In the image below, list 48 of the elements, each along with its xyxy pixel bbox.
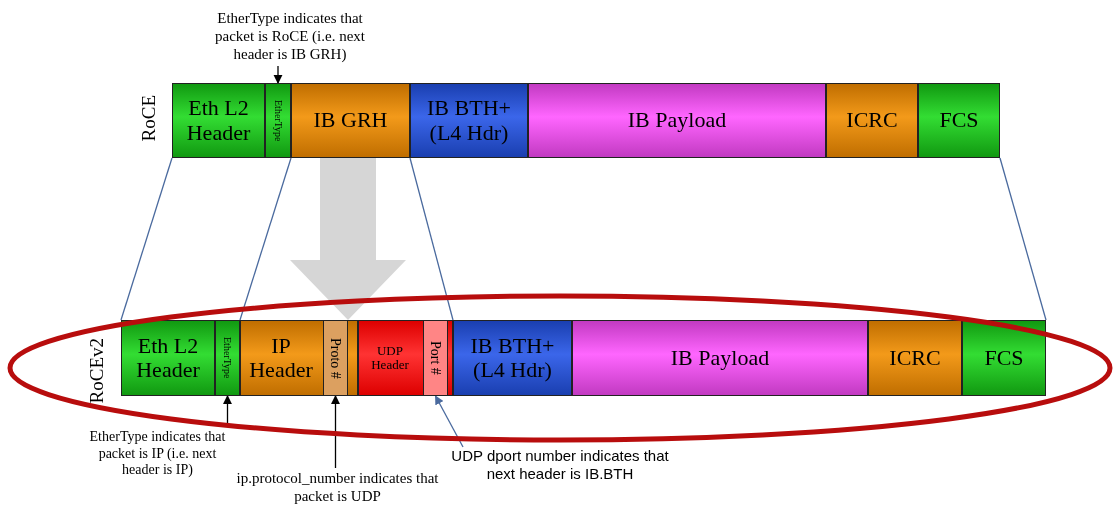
packet-field bbox=[918, 83, 1000, 158]
arrow bbox=[434, 395, 464, 448]
packet-field bbox=[323, 320, 348, 396]
annotation-note: EtherType indicates that packet is RoCE (i.e. next header is IB GRH) bbox=[205, 6, 375, 66]
field-label: Port # bbox=[427, 341, 444, 375]
annotation-note: UDP dport number indicates that next header is IB.BTH bbox=[445, 447, 675, 483]
field-label: EtherType bbox=[272, 99, 284, 142]
field-label: FCS bbox=[984, 345, 1024, 371]
projection-line bbox=[999, 157, 1047, 321]
row-label: RoCE bbox=[138, 95, 160, 142]
field-label: Eth L2 Header bbox=[185, 96, 252, 145]
packet-field bbox=[358, 320, 453, 396]
field-label: IB Payload bbox=[627, 108, 727, 133]
field-label: IP Header bbox=[248, 333, 314, 383]
packet-field bbox=[962, 320, 1046, 396]
arrow bbox=[273, 65, 283, 84]
annotation-note: EtherType indicates that packet is IP (i.e. next header is IP) bbox=[80, 425, 235, 483]
packet-field bbox=[453, 320, 572, 396]
field-label: IB Payload bbox=[670, 345, 770, 371]
packet-field bbox=[240, 320, 358, 396]
packet-field bbox=[121, 320, 215, 396]
packet-field bbox=[410, 83, 528, 158]
packet-field bbox=[215, 320, 240, 396]
packet-field bbox=[572, 320, 868, 396]
field-label: ICRC bbox=[889, 345, 941, 371]
packet-field bbox=[528, 83, 826, 158]
field-label: Eth L2 Header bbox=[135, 333, 201, 383]
annotation-note: ip.protocol_number indicates that packet is UDP bbox=[235, 468, 440, 506]
projection-line bbox=[120, 157, 173, 321]
field-label: ICRC bbox=[846, 108, 898, 133]
block-arrow bbox=[290, 158, 406, 320]
packet-field bbox=[172, 83, 265, 158]
field-label: UDP Header bbox=[370, 343, 410, 373]
field-label: IB GRH bbox=[313, 108, 388, 133]
packet-field bbox=[868, 320, 962, 396]
packet-field bbox=[826, 83, 918, 158]
packet-field bbox=[265, 83, 291, 158]
field-label: FCS bbox=[939, 108, 979, 133]
projection-line bbox=[409, 157, 454, 321]
field-label: IB BTH+ (L4 Hdr) bbox=[426, 96, 512, 145]
arrow bbox=[222, 395, 233, 426]
packet-field bbox=[423, 320, 448, 396]
field-label: IB BTH+ (L4 Hdr) bbox=[469, 333, 556, 383]
row-label: RoCEv2 bbox=[86, 338, 108, 404]
field-label: Proto # bbox=[327, 337, 344, 379]
arrow bbox=[330, 395, 341, 469]
packet-field bbox=[291, 83, 410, 158]
field-label: EtherType bbox=[222, 337, 233, 379]
